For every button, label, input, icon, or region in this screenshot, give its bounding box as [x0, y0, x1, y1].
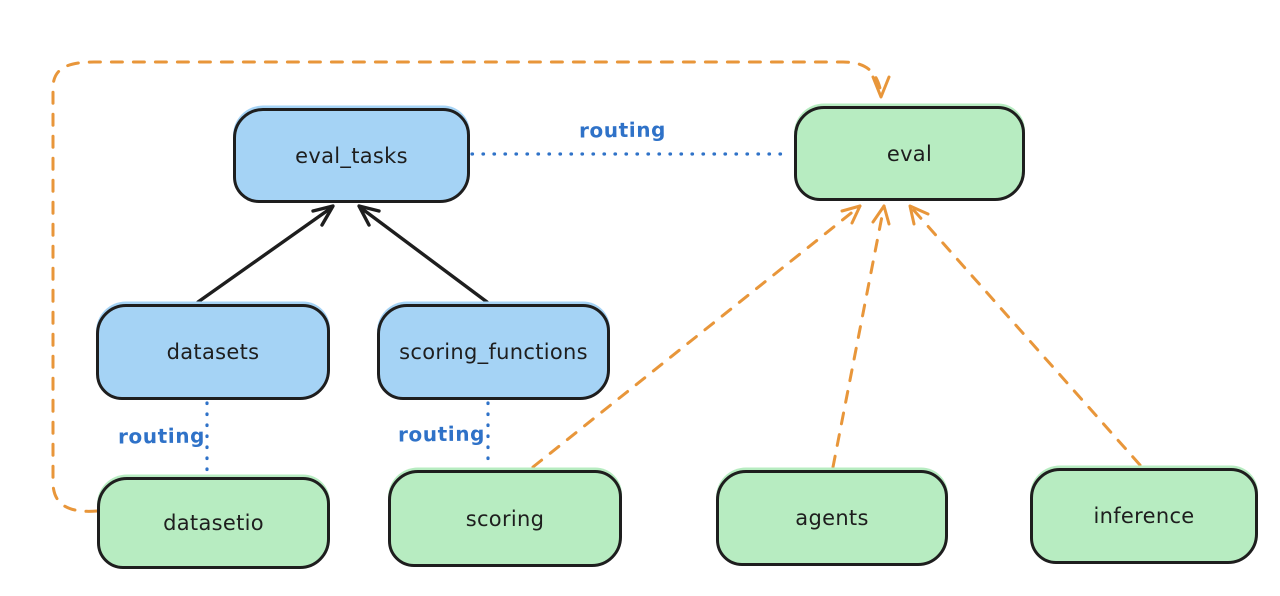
- node-inference: inference: [1030, 468, 1258, 564]
- node-eval: eval: [794, 106, 1025, 201]
- node-scoring-label: scoring: [465, 506, 545, 531]
- node-scoring-functions-label: scoring_functions: [399, 340, 588, 364]
- node-eval-label: eval: [886, 141, 933, 166]
- node-scoring: scoring: [388, 470, 622, 567]
- node-scoring-functions: scoring_functions: [377, 304, 610, 400]
- node-datasets: datasets: [96, 304, 330, 400]
- node-eval-tasks: eval_tasks: [233, 108, 470, 203]
- edge-label-routing-eval-tasks-to-eval: routing: [578, 117, 667, 143]
- edge-label-routing-scoring-functions-to-scoring: routing: [397, 421, 486, 447]
- node-datasets-label: datasets: [166, 340, 260, 364]
- edge-scoring-functions-to-eval-tasks: [357, 204, 489, 304]
- edge-label-routing-datasets-to-datasetio: routing: [117, 423, 206, 449]
- edge-agents-to-eval: [831, 204, 891, 469]
- node-agents-label: agents: [795, 506, 869, 530]
- edge-inference-to-eval: [908, 204, 1142, 467]
- node-inference-label: inference: [1093, 504, 1195, 528]
- node-datasetio-label: datasetio: [163, 511, 264, 535]
- node-eval-tasks-label: eval_tasks: [295, 143, 408, 168]
- node-datasetio: datasetio: [97, 477, 330, 569]
- node-agents: agents: [716, 470, 948, 566]
- edge-datasets-to-eval-tasks: [196, 204, 335, 304]
